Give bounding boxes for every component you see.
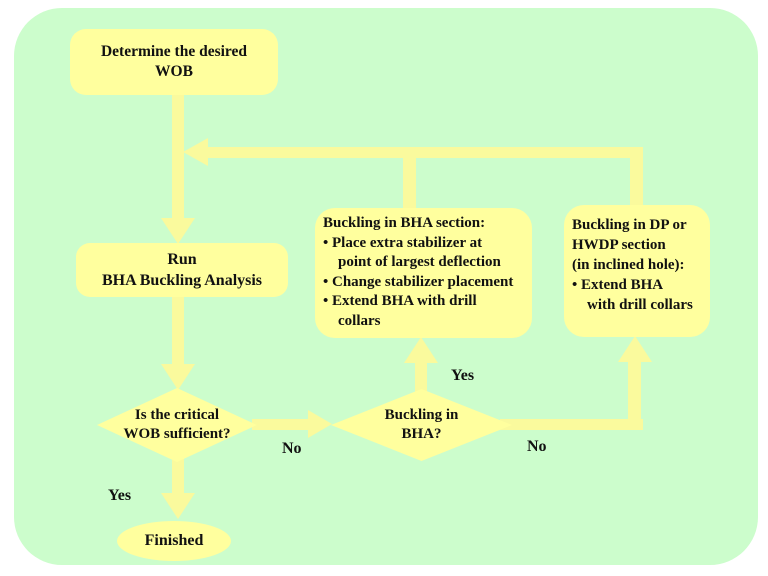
connector-wob-yes-to-finished	[172, 458, 184, 496]
connector-bha-fix-to-feedback	[403, 150, 416, 210]
connector-determine-to-run	[172, 95, 184, 221]
process-box-text: WOB	[155, 63, 193, 80]
arrowhead-down-finished-icon	[161, 493, 195, 519]
action-box-heading: (in inclined hole):	[572, 257, 685, 273]
decision-text: Buckling in	[384, 407, 459, 423]
decision-text: BHA?	[401, 426, 442, 442]
decision-text: WOB sufficient?	[123, 426, 231, 442]
edge-label-no-wob: No	[282, 440, 302, 457]
connector-wob-no-to-bha-check	[252, 419, 310, 430]
bullet-item: • Extend BHA	[572, 277, 664, 293]
terminator-finished: Finished	[117, 521, 231, 561]
arrowhead-down-wob-check-icon	[161, 364, 195, 390]
connector-bha-no-vertical	[628, 362, 641, 430]
bullet-item: • Place extra stabilizer at	[323, 234, 483, 251]
connector-bha-no-horizontal	[500, 419, 643, 430]
connector-feedback-horizontal	[206, 147, 643, 158]
action-box-heading: HWDP section	[572, 237, 666, 253]
connector-dp-fix-to-feedback	[630, 147, 643, 207]
edge-label-no-bha: No	[527, 438, 547, 455]
action-box-bha-section: Buckling in BHA section: • Place extra s…	[315, 208, 532, 338]
connector-bha-yes-up	[415, 360, 427, 392]
process-box-text: Determine the desired	[100, 43, 248, 60]
action-box-heading: Buckling in DP or	[572, 217, 687, 233]
arrowhead-left-feedback-icon	[183, 138, 208, 166]
action-box-heading: Buckling in BHA section:	[323, 215, 486, 231]
decision-text: Is the critical	[134, 407, 220, 423]
bullet-item-continuation: collars	[338, 312, 381, 329]
edge-label-yes-finished: Yes	[108, 487, 132, 504]
arrowhead-right-bha-check-icon	[308, 410, 332, 438]
process-box-text: BHA Buckling Analysis	[101, 272, 263, 289]
bullet-item: • Change stabilizer placement	[323, 273, 514, 290]
arrowhead-up-dp-fix-icon	[618, 336, 652, 362]
arrowhead-up-bha-fix-icon	[404, 337, 438, 363]
action-box-dp-hwdp-section: Buckling in DP or HWDP section (in incli…	[564, 205, 710, 337]
process-box-determine-wob: Determine the desired WOB	[70, 29, 278, 95]
terminator-text: Finished	[144, 532, 204, 549]
edge-label-yes-bha: Yes	[451, 367, 475, 384]
bullet-item-continuation: with drill collars	[587, 297, 693, 313]
bullet-item: • Extend BHA with drill	[323, 293, 477, 309]
bullet-item-continuation: point of largest deflection	[338, 254, 501, 270]
process-box-text: Run	[167, 251, 197, 268]
connector-run-to-wob-check	[172, 297, 184, 365]
process-box-run-analysis: Run BHA Buckling Analysis	[76, 243, 288, 297]
arrowhead-down-run-icon	[161, 218, 195, 244]
